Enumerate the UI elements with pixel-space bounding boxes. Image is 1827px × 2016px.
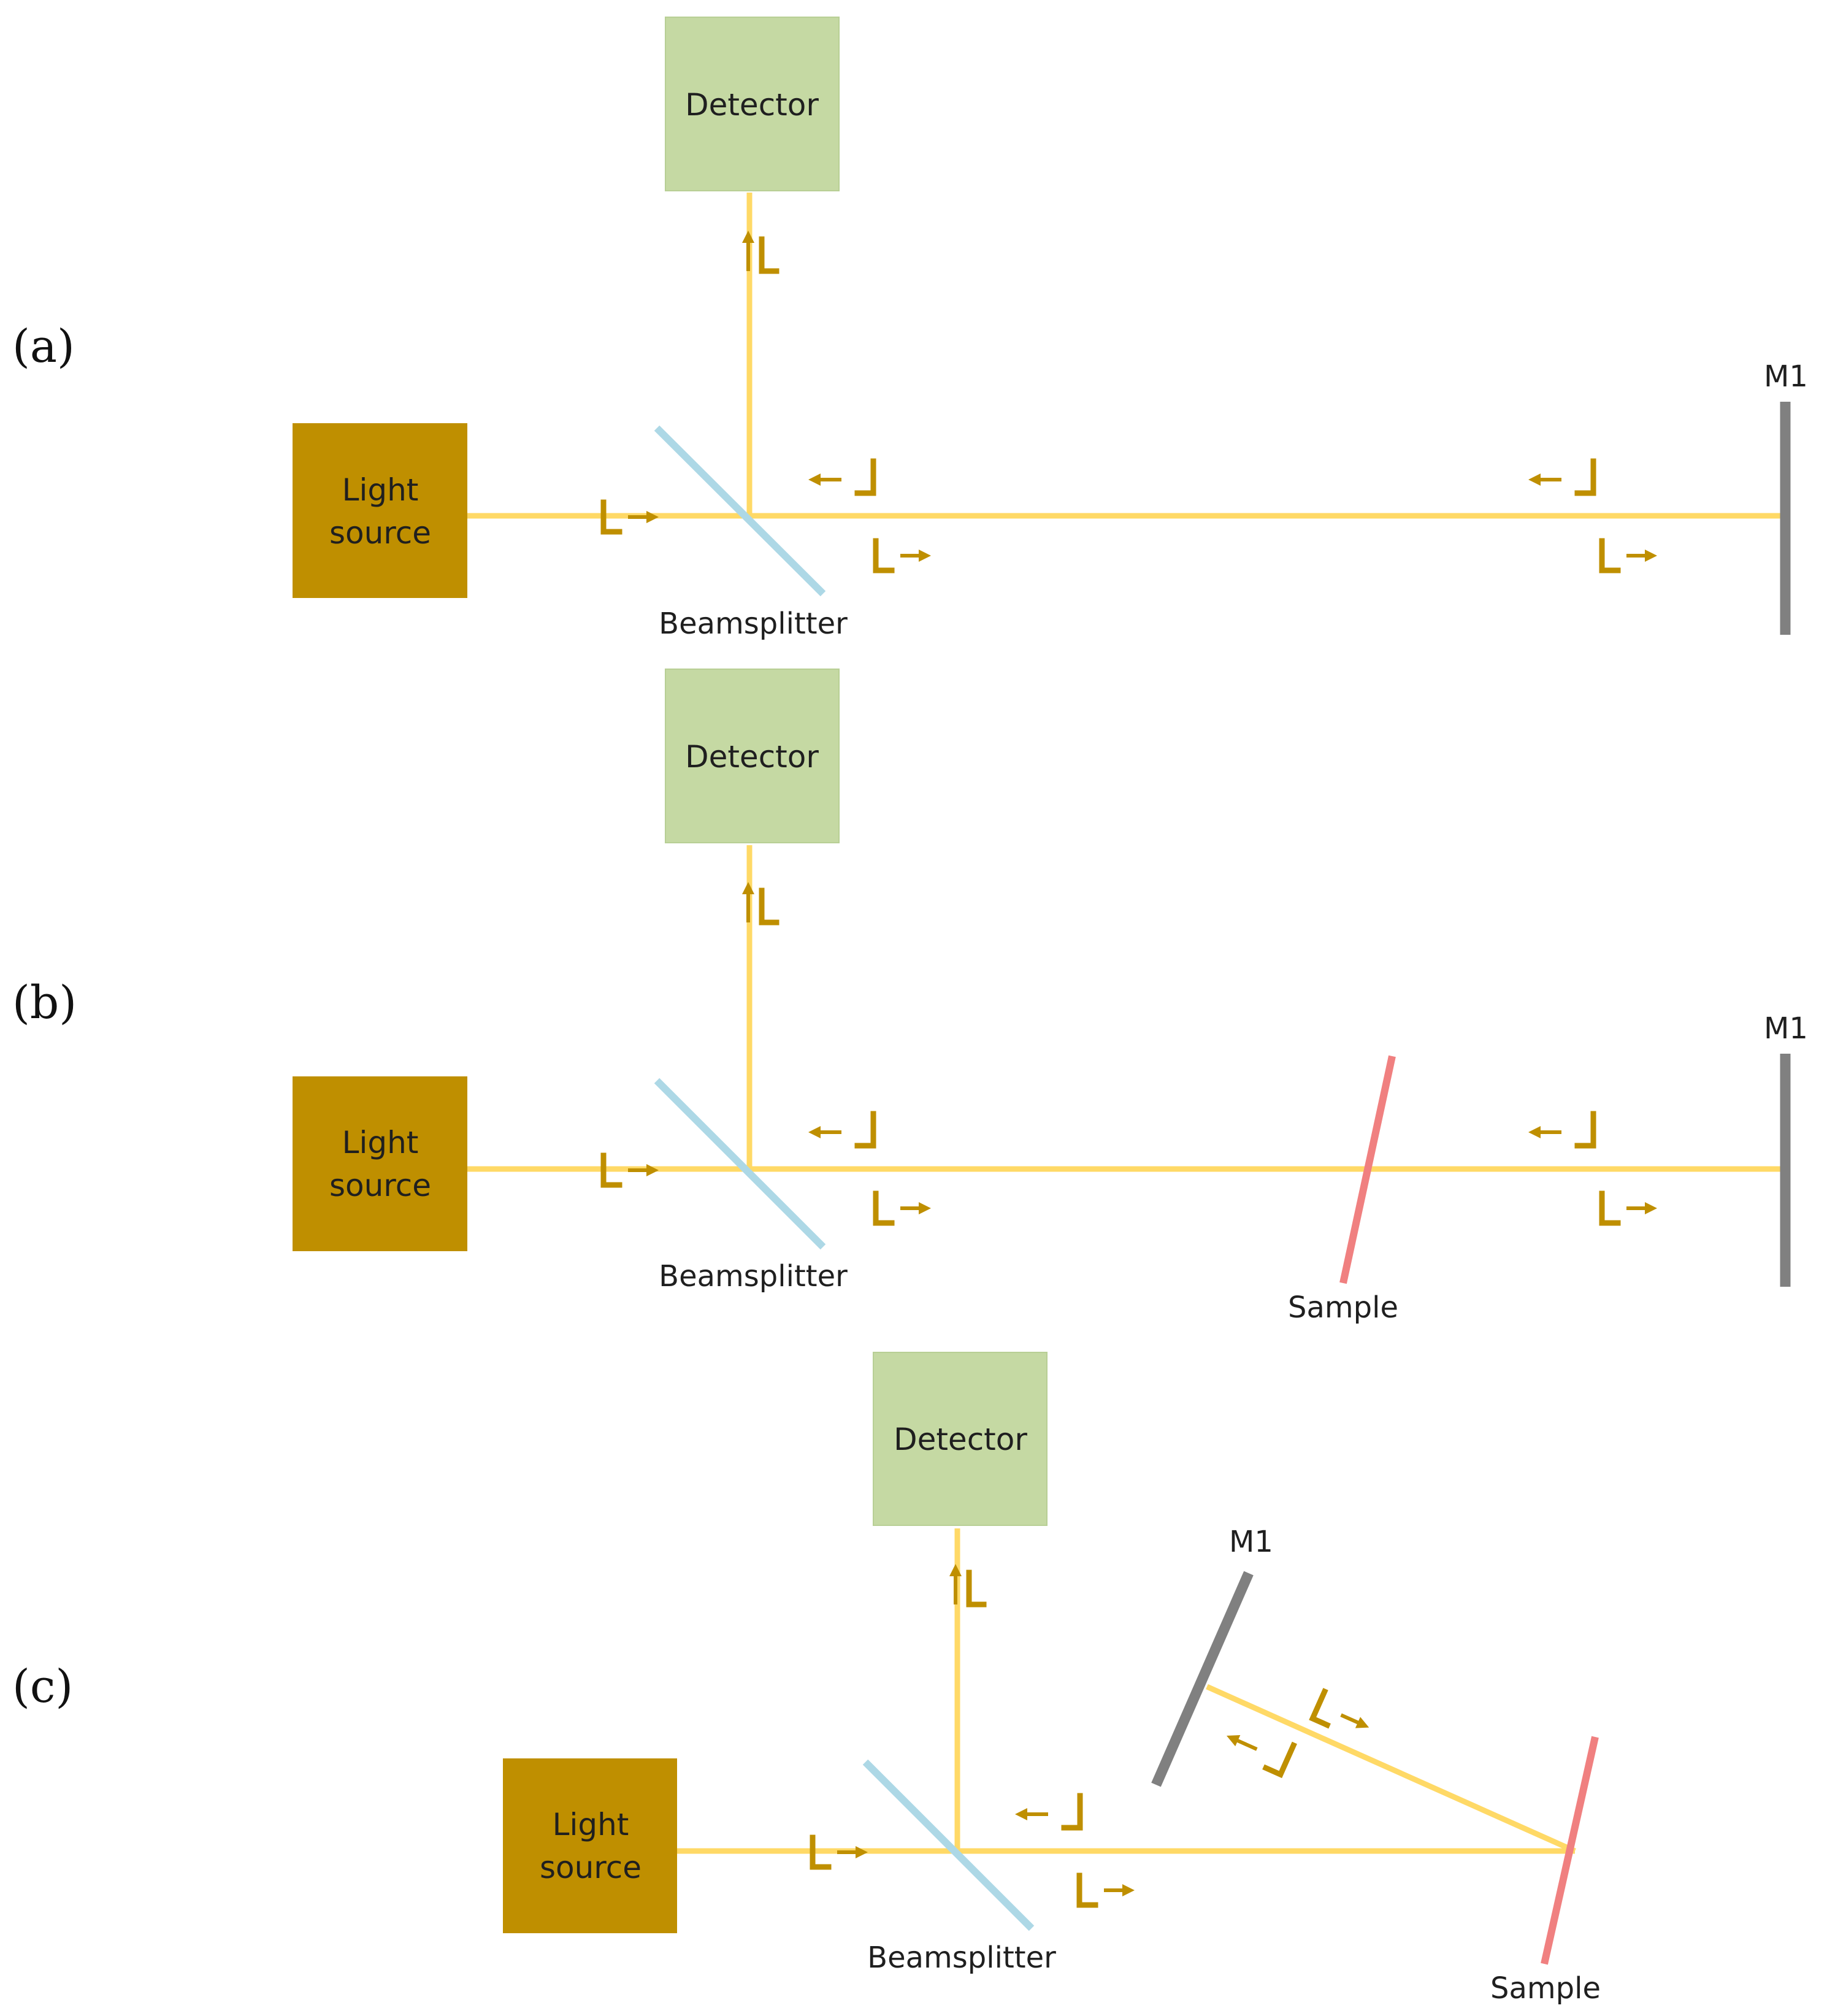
beam-sample-to-mirror [1206,1684,1576,1854]
panel-c: (c) Detector Light source Beamsplitter S… [12,1352,1601,2006]
mirror-m1-label: M1 [1764,359,1808,394]
polarization-marker-diagonal-forward [1312,1692,1375,1741]
beamsplitter-label: Beamsplitter [867,1941,1056,1975]
light-source-label-line1: Light [342,472,419,508]
light-source-box [293,423,467,598]
detector-label: Detector [685,739,819,775]
beamsplitter-label: Beamsplitter [659,607,848,641]
light-source-label-line1: Light [342,1125,419,1160]
light-source-label-line1: Light [553,1807,629,1842]
detector-box [665,669,840,843]
panel-label-b: (b) [12,976,77,1029]
beamsplitter [862,1759,1035,1931]
detector-box [873,1352,1048,1526]
polarization-marker-up [742,231,776,271]
polarization-marker-forward [1602,541,1657,570]
polarization-marker-forward [1602,1194,1657,1223]
light-source-label-line2: source [329,515,431,551]
panel-label-c: (c) [12,1660,73,1713]
sample [1339,1055,1396,1284]
beamsplitter [654,1078,826,1250]
beamsplitter-label: Beamsplitter [659,1259,848,1294]
detector-label: Detector [894,1422,1027,1457]
sample [1541,1736,1599,1965]
mirror-m1-label: M1 [1229,1525,1273,1559]
polarization-marker-forward [876,1194,931,1223]
light-source-label-line2: source [329,1168,431,1203]
polarization-marker-return [808,1114,873,1146]
polarization-marker-return [1015,1796,1080,1828]
detector-label: Detector [685,87,819,123]
polarization-marker-up [742,882,776,922]
polarization-marker-up [949,1564,984,1604]
polarization-marker-return [808,461,873,493]
light-source-box [293,1076,467,1251]
mirror-m1 [1151,1571,1254,1787]
sample-label: Sample [1288,1290,1398,1325]
panel-b: (b) Detector Light source Beamsplitter S… [12,669,1808,1325]
polarization-marker-return [1528,461,1593,493]
sample-label: Sample [1490,1971,1601,2006]
beamsplitter [654,425,826,597]
mirror-m1-label: M1 [1764,1011,1808,1046]
panel-a: (a) Detector Light source Beamsplitter M… [12,17,1808,641]
polarization-marker-return [1528,1114,1593,1146]
polarization-marker-diagonal-return [1221,1719,1293,1775]
polarization-marker-forward [876,541,931,570]
polarization-marker-forward [1079,1876,1135,1905]
panel-label-a: (a) [12,320,75,373]
light-source-label-line2: source [540,1850,642,1885]
detector-box [665,17,840,191]
light-source-box [503,1758,677,1933]
